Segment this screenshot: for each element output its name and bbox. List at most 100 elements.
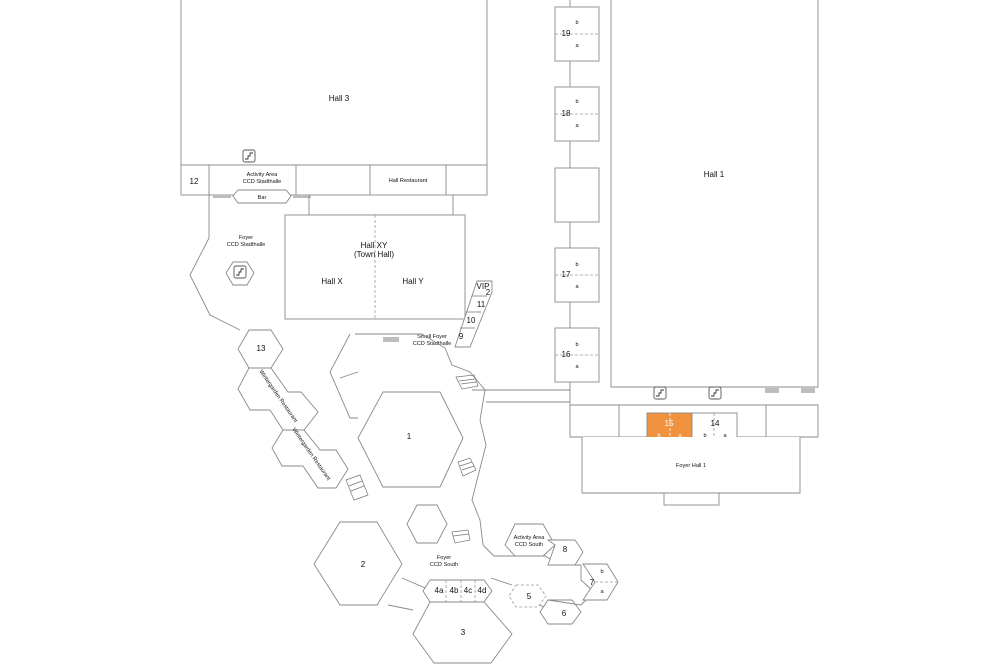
- hall-1[interactable]: Hall 1: [610, 0, 819, 388]
- small-foyer-label: Small Foyer: [417, 334, 447, 340]
- room-4c-label: 4c: [464, 586, 472, 595]
- wintergarden-restaurant-2[interactable]: Wintergarden Restaurant: [271, 427, 349, 489]
- small-foyer-sublabel: CCD Stadthalle: [413, 341, 452, 347]
- escalator-icon: [345, 474, 369, 501]
- room-4b[interactable]: 4b: [450, 586, 459, 595]
- room-6[interactable]: 6: [539, 599, 582, 625]
- stairs-icon: [653, 386, 667, 400]
- escalator-icon: [451, 529, 471, 544]
- room-16a-label: a: [575, 364, 579, 370]
- room-7-label: 7: [590, 578, 595, 587]
- room-12[interactable]: 12: [190, 177, 199, 186]
- hall-xy[interactable]: Hall XY (Town Hall) Hall X Hall Y: [284, 214, 466, 320]
- room-unnamed: [554, 167, 600, 223]
- room-4a[interactable]: 4a: [435, 586, 444, 595]
- foyer-south-label: Foyer: [437, 555, 451, 561]
- stairs-icon: [225, 261, 255, 286]
- room-7[interactable]: 7 b a: [547, 563, 619, 606]
- room-8-label: 8: [563, 545, 568, 554]
- hall-1-label: Hall 1: [704, 170, 725, 179]
- room-13[interactable]: 13: [237, 329, 284, 369]
- room-3[interactable]: 3: [412, 601, 513, 664]
- room-9[interactable]: 9: [459, 332, 464, 341]
- escalator-icon: [801, 388, 815, 393]
- foyer-hall-1[interactable]: Foyer Hall 1: [581, 437, 801, 506]
- activity-south-label: Activity Area: [514, 535, 546, 541]
- escalator-icon: [765, 388, 779, 393]
- vip-label: VIP: [477, 282, 490, 291]
- room-vip[interactable]: VIP: [477, 282, 490, 291]
- room-17b-label: b: [575, 262, 578, 268]
- foyer-south-sublabel: CCD South: [430, 562, 458, 568]
- hall-restaurant[interactable]: Hall Restaurant: [389, 178, 428, 184]
- stairs-icon: [242, 149, 256, 163]
- bar-label: Bar: [258, 195, 267, 201]
- room-14b-label: b: [703, 433, 706, 439]
- room-19-label: 19: [562, 29, 571, 38]
- escalator-icon: [293, 195, 311, 198]
- room-4b-label: 4b: [450, 586, 459, 595]
- room-16b-label: b: [575, 342, 578, 348]
- room-18a-label: a: [575, 123, 579, 129]
- room-10-label: 10: [467, 316, 476, 325]
- room-18b-label: b: [575, 99, 578, 105]
- activity-area-stadthalle-label: Activity Area: [247, 172, 279, 178]
- escalator-icon: [383, 337, 399, 342]
- room-17-label: 17: [562, 270, 571, 279]
- bar[interactable]: Bar: [232, 189, 292, 204]
- room-18[interactable]: 18 b a: [554, 86, 600, 142]
- activity-area-stadthalle-sublabel: CCD Stadthalle: [243, 179, 282, 185]
- room-7a-label: a: [600, 589, 604, 595]
- hall-xy-sublabel: (Town Hall): [354, 250, 394, 259]
- room-11[interactable]: 11: [477, 300, 486, 309]
- room-1-label: 1: [407, 432, 412, 441]
- room-14-label: 14: [711, 419, 720, 428]
- room-2[interactable]: 2: [313, 521, 403, 606]
- hall-1-foyer-strip: [569, 404, 819, 438]
- room-15-label: 15: [665, 419, 674, 428]
- hall-3[interactable]: Hall 3: [180, 0, 488, 166]
- foyer-stadthalle-sublabel: CCD Stadthalle: [227, 242, 266, 248]
- foyer-south-lines: [387, 577, 431, 611]
- room-5[interactable]: 5: [508, 584, 547, 608]
- room-4a-label: 4a: [435, 586, 444, 595]
- room-10[interactable]: 10: [467, 316, 476, 325]
- room-19[interactable]: 19 b a: [554, 6, 600, 62]
- foyer-hall-1-label: Foyer Hall 1: [676, 463, 706, 469]
- room-19a-label: a: [575, 43, 579, 49]
- room-12-label: 12: [190, 177, 199, 186]
- activity-south-sublabel: CCD South: [515, 542, 543, 548]
- room-5-label: 5: [527, 592, 532, 601]
- room-2-vip[interactable]: 2: [486, 288, 491, 297]
- wintergarden-restaurant-1[interactable]: Wintergarden Restaurant: [237, 367, 319, 431]
- escalator-icon: [213, 195, 231, 198]
- room-8[interactable]: 8: [546, 539, 584, 566]
- room-18-label: 18: [562, 109, 571, 118]
- room-7b-label: b: [600, 569, 603, 575]
- room-4c[interactable]: 4c: [464, 586, 472, 595]
- hall-restaurant-label: Hall Restaurant: [389, 178, 428, 184]
- room-16[interactable]: 16 b a: [554, 327, 600, 383]
- room-11-label: 11: [477, 300, 486, 309]
- room-17[interactable]: 17 b a: [554, 247, 600, 303]
- room-4d[interactable]: 4d: [478, 586, 487, 595]
- escalator-icon: [455, 374, 479, 390]
- foyer-stadthalle-label: Foyer: [239, 235, 253, 241]
- hall-x-label: Hall X: [321, 277, 343, 286]
- activity-area-south[interactable]: Activity Area CCD South: [504, 523, 556, 557]
- room-15a-label: a: [678, 433, 682, 439]
- hall-3-lower-strip: [180, 164, 488, 196]
- room-3-label: 3: [461, 628, 466, 637]
- room-17a-label: a: [575, 284, 579, 290]
- corridor: [472, 389, 570, 403]
- hall-xy-label: Hall XY: [361, 241, 388, 250]
- room-2-label: 2: [361, 560, 366, 569]
- room-16-label: 16: [562, 350, 571, 359]
- room-19b-label: b: [575, 20, 578, 26]
- room-9-label: 9: [459, 332, 464, 341]
- room-15b-label: b: [657, 433, 660, 439]
- room-1[interactable]: 1: [357, 391, 464, 488]
- stairs-icon: [708, 386, 722, 400]
- room-6-label: 6: [562, 609, 567, 618]
